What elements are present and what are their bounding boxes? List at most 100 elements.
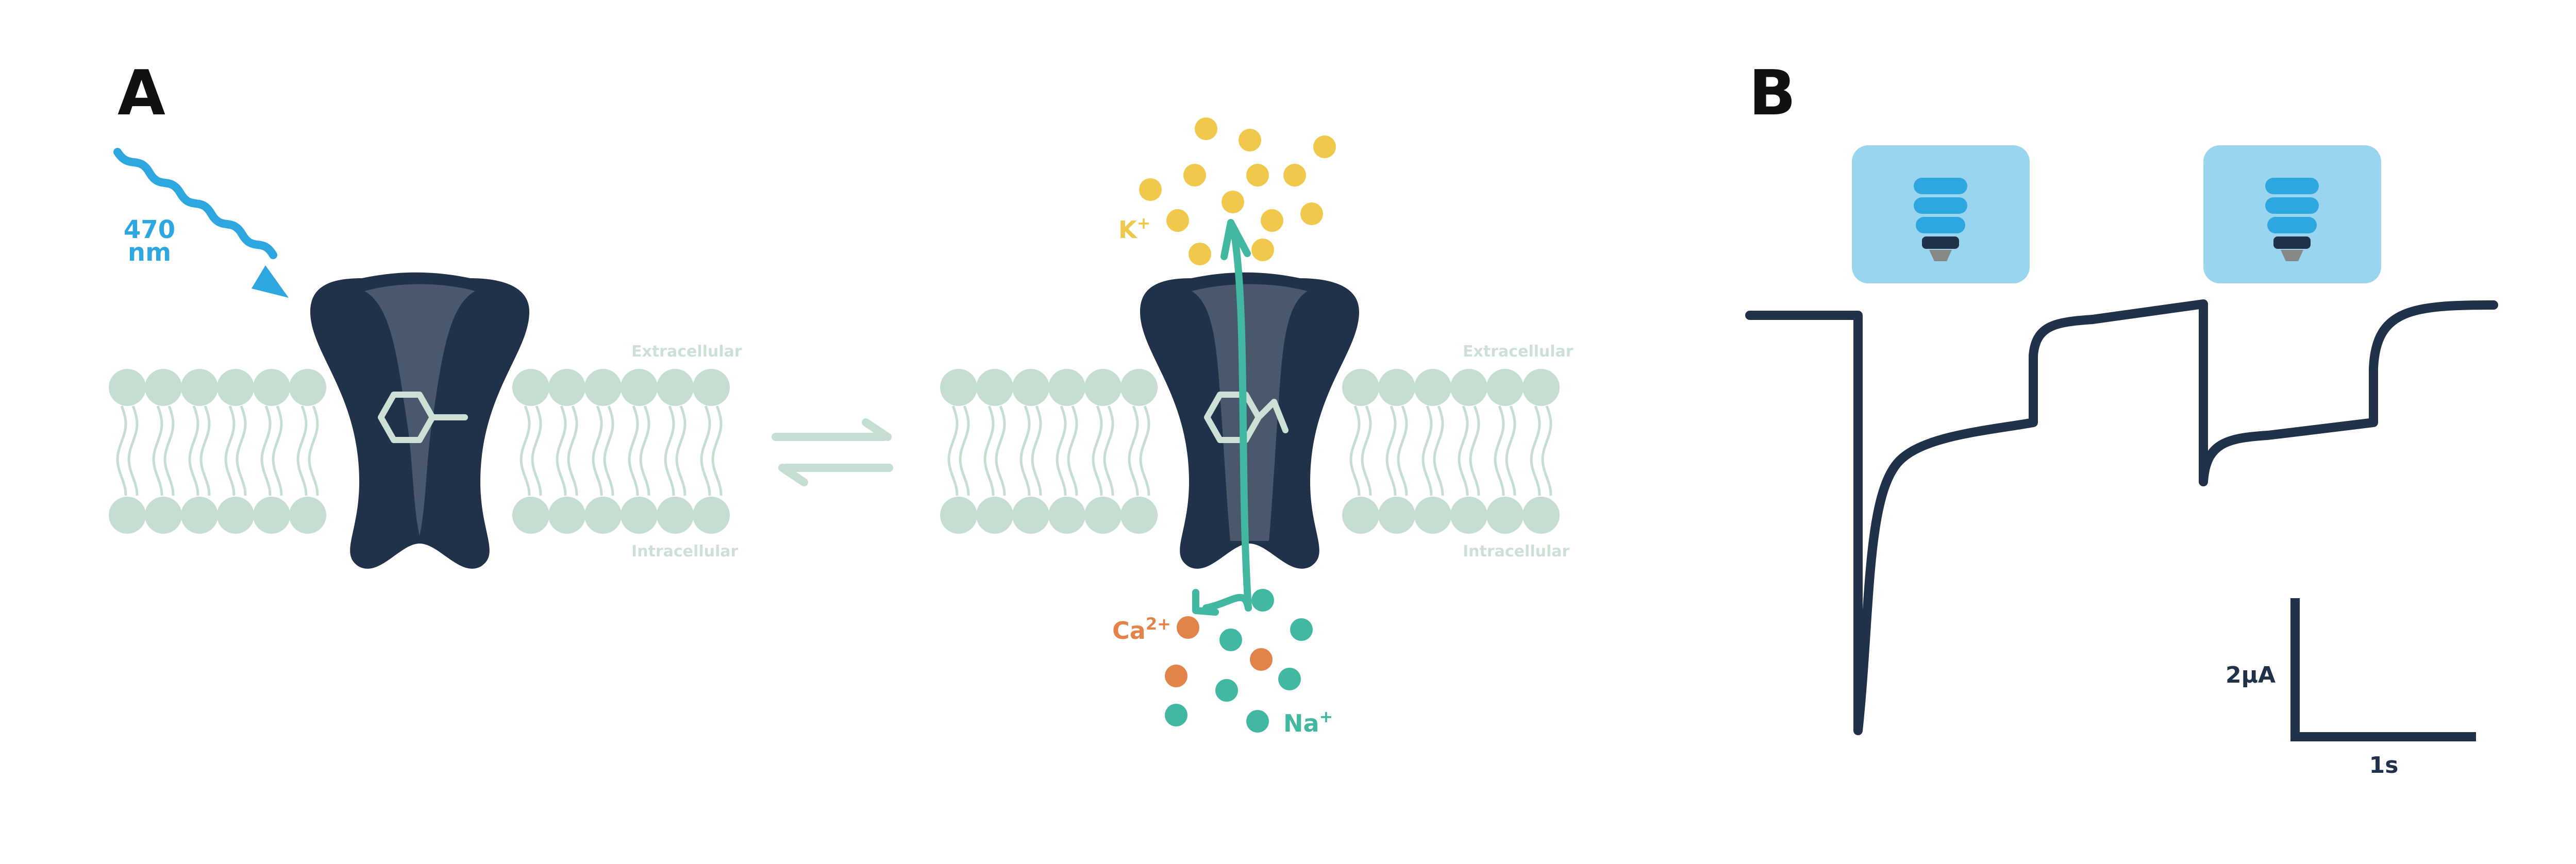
equilibrium-arrows-icon: [772, 418, 893, 486]
lipid-head: [940, 497, 977, 534]
lipid-head: [548, 369, 586, 406]
lipid-tail: [188, 405, 199, 496]
lipid-head: [1523, 369, 1560, 406]
lipid-head: [1414, 497, 1451, 534]
lipid-tail: [1349, 405, 1361, 496]
lipid-head: [940, 369, 977, 406]
potassium-ion: [1246, 164, 1269, 187]
lipid-head: [976, 497, 1013, 534]
lipid-tail: [1128, 405, 1139, 496]
lipid-head: [621, 497, 658, 534]
potassium-ion: [1222, 191, 1244, 213]
wavelength-value: 470: [124, 215, 175, 244]
lipid-tail: [1139, 405, 1150, 496]
lipid-tail: [1092, 405, 1103, 496]
potassium-ion: [1195, 117, 1217, 140]
lipid-tail: [1067, 405, 1078, 496]
potassium-ions: [1139, 117, 1336, 265]
sodium-ion: [1215, 679, 1238, 702]
lipid-tail: [1385, 405, 1397, 496]
intracellular-label-right: Intracellular: [1463, 543, 1569, 561]
lipid-tail: [1469, 405, 1480, 496]
lipid-head: [217, 497, 254, 534]
lipid-head: [548, 497, 586, 534]
panel-a: A 470 nm Extracellular Intracellular: [109, 58, 1574, 737]
current-trace: [1745, 299, 2498, 735]
scale-current-label: 2µA: [2226, 662, 2276, 688]
lipid-tail: [296, 405, 308, 496]
lipid-head: [1012, 369, 1049, 406]
lipid-head: [657, 497, 694, 534]
potassium-label: K+: [1118, 213, 1150, 244]
lipid-head: [253, 497, 290, 534]
scale-time-label: 1s: [2369, 752, 2399, 778]
lipid-head: [1120, 497, 1158, 534]
retinal-chromophore-open-icon: [1204, 392, 1289, 443]
closed-channel: [310, 272, 529, 569]
sodium-ion: [1219, 629, 1242, 651]
potassium-ion: [1283, 164, 1306, 187]
lipid-tail: [700, 405, 711, 496]
lipid-head: [109, 369, 146, 406]
lipid-head: [1342, 369, 1379, 406]
retinal-chromophore-closed-icon: [378, 392, 468, 443]
lipid-tail: [1494, 405, 1505, 496]
potassium-ion: [1261, 209, 1283, 232]
lipid-tail: [1530, 405, 1541, 496]
lipid-tail: [127, 405, 139, 496]
lipid-tail: [1433, 405, 1444, 496]
lipid-head: [1048, 369, 1085, 406]
panel-a-label: A: [118, 58, 165, 129]
lipid-tail: [556, 405, 567, 496]
potassium-ion: [1300, 202, 1323, 225]
lipid-head: [693, 369, 730, 406]
lipid-tail: [163, 405, 175, 496]
panel-b-label: B: [1749, 58, 1796, 129]
lipid-head: [109, 497, 146, 534]
lipid-tail: [116, 405, 127, 496]
lipid-tail: [531, 405, 542, 496]
lipid-head: [1084, 497, 1122, 534]
calcium-ion: [1165, 665, 1187, 687]
extracellular-label-right: Extracellular: [1463, 343, 1574, 361]
lipid-head: [1523, 497, 1560, 534]
lipid-head: [512, 369, 549, 406]
lipid-tail: [603, 405, 614, 496]
lipid-head: [217, 369, 254, 406]
sodium-ions: [1165, 589, 1313, 733]
lipid-head: [145, 369, 182, 406]
lipid-tail: [1019, 405, 1031, 496]
lipid-head: [289, 369, 326, 406]
lipid-tail: [592, 405, 603, 496]
light-wave-icon: [113, 148, 289, 298]
potassium-ion: [1239, 129, 1261, 151]
sodium-ion: [1290, 618, 1313, 641]
calcium-ion: [1250, 648, 1273, 671]
lipid-head: [1414, 369, 1451, 406]
lipid-tail: [959, 405, 970, 496]
lipid-tail: [1361, 405, 1372, 496]
lipid-tail: [995, 405, 1006, 496]
lipid-tail: [1103, 405, 1114, 496]
light-stimulus-2: [2203, 145, 2381, 283]
lipid-head: [1486, 369, 1524, 406]
lipid-tail: [1421, 405, 1433, 496]
lipid-head: [584, 497, 622, 534]
lipid-tail: [675, 405, 687, 496]
lipid-tail: [1056, 405, 1067, 496]
light-bulb-icon: [2265, 178, 2319, 261]
sodium-ion: [1278, 668, 1301, 690]
lipid-tail: [236, 405, 247, 496]
lipid-tail: [224, 405, 236, 496]
lipid-tail: [1541, 405, 1552, 496]
light-bulb-icon: [1914, 178, 1967, 261]
lipid-tail: [983, 405, 995, 496]
lipid-head: [1486, 497, 1524, 534]
sodium-ion: [1251, 589, 1274, 612]
lipid-head: [1048, 497, 1085, 534]
lipid-head: [181, 369, 218, 406]
lipid-tail: [152, 405, 163, 496]
lipid-tail: [308, 405, 319, 496]
lipid-tail: [628, 405, 639, 496]
lipid-head: [584, 369, 622, 406]
